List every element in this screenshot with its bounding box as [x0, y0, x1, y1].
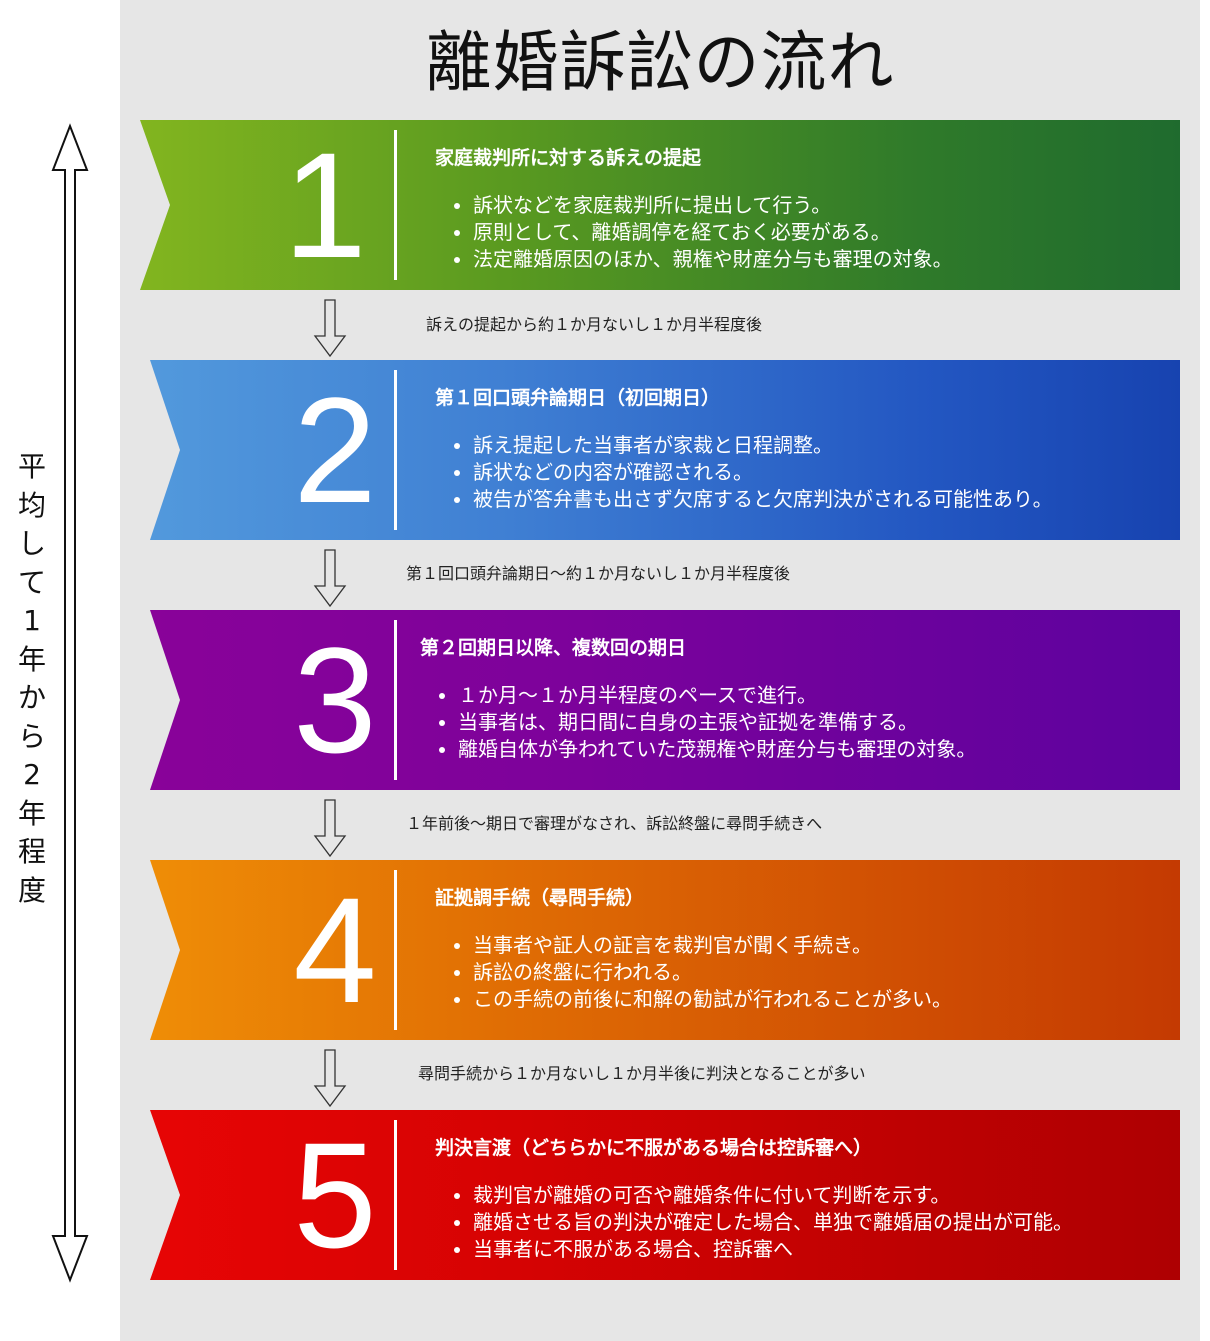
down-arrow-icon	[313, 1049, 347, 1108]
duration-char: 平	[17, 450, 46, 483]
duration-char: 度	[17, 873, 46, 907]
connector-text: 第１回口頭弁論期日～約１か月ないし１か月半程度後	[406, 564, 791, 583]
bullet-item: 訴状などを家庭裁判所に提出して行う。	[473, 192, 953, 219]
duration-char: ら	[17, 719, 46, 753]
step-heading: 家庭裁判所に対する訴えの提起	[435, 147, 702, 169]
duration-char: か	[17, 681, 46, 714]
step-heading: 判決言渡（どちらかに不服がある場合は控訴審へ）	[435, 1137, 873, 1159]
step-number: 3	[293, 616, 377, 784]
down-arrow-icon	[313, 549, 347, 608]
duration-char: て	[17, 565, 46, 599]
ribbon-shape	[150, 610, 1180, 790]
divider	[394, 370, 397, 530]
bullet-item: 被告が答弁書も出さず欠席すると欠席判決がされる可能性あり。	[473, 486, 1053, 513]
step-number: 5	[293, 1111, 377, 1279]
bullet-item: 法定離婚原因のほか、親権や財産分与も審理の対象。	[473, 246, 953, 273]
step-heading: 証拠調手続（尋問手続）	[435, 887, 645, 909]
bullet-item: 訴訟の終盤に行われる。	[473, 959, 952, 986]
duration-char: 均	[17, 488, 46, 522]
divider	[394, 130, 397, 280]
bullet-item: 訴え提起した当事者が家裁と日程調整。	[473, 432, 1053, 459]
bullet-item: この手続の前後に和解の勧試が行われることが多い。	[473, 986, 952, 1013]
ribbon-shape	[150, 1110, 1180, 1280]
bullet-item: 当事者に不服がある場合、控訴審へ	[473, 1236, 1073, 1263]
divider	[394, 1120, 397, 1270]
connector-text: 訴えの提起から約１か月ないし１か月半程度後	[426, 315, 763, 334]
step-content: 家庭裁判所に対する訴えの提起 訴状などを家庭裁判所に提出して行う。 原則として、…	[435, 144, 953, 273]
step-4: 4 証拠調手続（尋問手続） 当事者や証人の証言を裁判官が聞く手続き。 訴訟の終盤…	[150, 860, 1180, 1040]
duration-char: 年	[17, 796, 46, 830]
down-arrow-icon	[313, 299, 347, 358]
double-headed-arrow-icon	[51, 123, 89, 1283]
step-5: 5 判決言渡（どちらかに不服がある場合は控訴審へ） 裁判官が離婚の可否や離婚条件…	[150, 1110, 1180, 1280]
divider	[394, 620, 397, 780]
bullet-item: 裁判官が離婚の可否や離婚条件に付いて判断を示す。	[473, 1182, 1073, 1209]
down-arrow-icon	[313, 799, 347, 858]
connector-text: 尋問手続から１か月ないし１か月半後に判決となることが多い	[418, 1064, 866, 1083]
bullet-item: 離婚させる旨の判決が確定した場合、単独で離婚届の提出が可能。	[473, 1209, 1073, 1236]
connector-text: １年前後～期日で審理がなされ、訴訟終盤に尋問手続きへ	[406, 814, 823, 833]
step-number: 4	[293, 866, 377, 1034]
step-number: 1	[283, 121, 367, 289]
bullet-item: 当事者は、期日間に自身の主張や証拠を準備する。	[458, 709, 976, 736]
duration-char: 2	[23, 758, 41, 791]
step-content: 第１回口頭弁論期日（初回期日） 訴え提起した当事者が家裁と日程調整。 訴状などの…	[435, 384, 1053, 513]
duration-char: し	[17, 527, 46, 560]
ribbon-shape	[150, 360, 1180, 540]
step-3: 3 第２回期日以降、複数回の期日 １か月～１か月半程度のペースで進行。 当事者は…	[150, 610, 1180, 790]
ribbon-shape	[150, 860, 1180, 1040]
step-number: 2	[293, 366, 377, 534]
page-title: 離婚訴訟の流れ	[425, 24, 895, 101]
bullet-item: １か月～１か月半程度のペースで進行。	[458, 682, 976, 709]
duration-char: 1	[23, 604, 41, 637]
bullet-list: １か月～１か月半程度のペースで進行。 当事者は、期日間に自身の主張や証拠を準備す…	[420, 682, 976, 763]
bullet-list: 訴え提起した当事者が家裁と日程調整。 訴状などの内容が確認される。 被告が答弁書…	[435, 432, 1053, 513]
step-heading: 第２回期日以降、複数回の期日	[420, 637, 687, 659]
bullet-list: 当事者や証人の証言を裁判官が聞く手続き。 訴訟の終盤に行われる。 この手続の前後…	[435, 932, 952, 1013]
step-heading: 第１回口頭弁論期日（初回期日）	[435, 387, 721, 409]
step-content: 判決言渡（どちらかに不服がある場合は控訴審へ） 裁判官が離婚の可否や離婚条件に付…	[435, 1134, 1073, 1263]
ribbon-shape	[140, 120, 1180, 290]
step-2: 2 第１回口頭弁論期日（初回期日） 訴え提起した当事者が家裁と日程調整。 訴状な…	[150, 360, 1180, 540]
bullet-item: 訴状などの内容が確認される。	[473, 459, 1053, 486]
bullet-list: 訴状などを家庭裁判所に提出して行う。 原則として、離婚調停を経ておく必要がある。…	[435, 192, 953, 273]
bullet-list: 裁判官が離婚の可否や離婚条件に付いて判断を示す。 離婚させる旨の判決が確定した場…	[435, 1182, 1073, 1263]
bullet-item: 離婚自体が争われていた茂親権や財産分与も審理の対象。	[458, 736, 976, 763]
bullet-item: 当事者や証人の証言を裁判官が聞く手続き。	[473, 932, 952, 959]
bullet-item: 原則として、離婚調停を経ておく必要がある。	[473, 219, 953, 246]
divider	[394, 870, 397, 1030]
step-content: 第２回期日以降、複数回の期日 １か月～１か月半程度のペースで進行。 当事者は、期…	[420, 634, 976, 763]
duration-char: 程	[17, 835, 46, 868]
step-content: 証拠調手続（尋問手続） 当事者や証人の証言を裁判官が聞く手続き。 訴訟の終盤に行…	[435, 884, 952, 1013]
duration-char: 年	[17, 642, 46, 676]
step-1: 1 家庭裁判所に対する訴えの提起 訴状などを家庭裁判所に提出して行う。 原則とし…	[140, 120, 1180, 290]
duration-label: 平 均 し て 1 年 か ら 2 年 程 度	[12, 448, 52, 910]
